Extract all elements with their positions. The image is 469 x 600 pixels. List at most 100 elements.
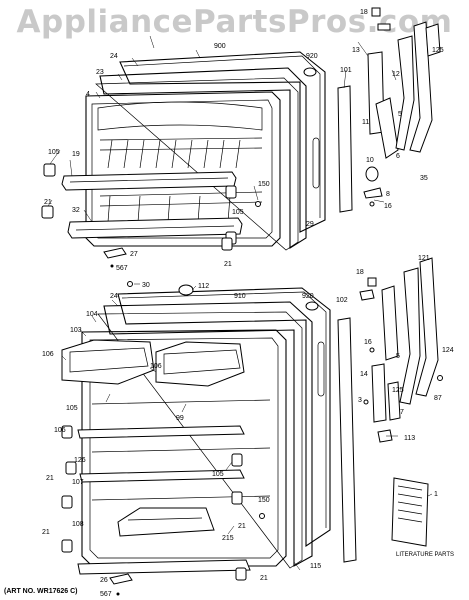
fresh-clip-21b bbox=[61, 539, 73, 553]
hinge-shim-8 bbox=[363, 187, 383, 199]
label-124: 124 bbox=[442, 347, 454, 354]
label-103: 103 bbox=[70, 327, 82, 334]
label-24: 24 bbox=[110, 53, 118, 60]
fresh-leader-lines bbox=[61, 283, 433, 571]
hinge-screw-18-fresh bbox=[367, 277, 377, 287]
label-literature-parts: LITERATURE PARTS bbox=[396, 552, 454, 558]
screw-567 bbox=[110, 264, 114, 268]
label-21-lower: 21 bbox=[224, 261, 232, 268]
freezer-handle-11 bbox=[395, 35, 415, 151]
plug-112 bbox=[178, 284, 194, 296]
label-27: 27 bbox=[130, 251, 138, 258]
fresh-handle-121 bbox=[415, 257, 439, 397]
label-30: 30 bbox=[142, 282, 150, 289]
freezer-hinge-bracket-12 bbox=[375, 97, 399, 159]
screw-30 bbox=[127, 281, 133, 287]
label-106-left: 106 bbox=[42, 351, 54, 358]
label-567-fresh: 567 bbox=[100, 591, 112, 598]
label-105-right: 105 bbox=[232, 209, 244, 216]
fresh-food-door-assembly bbox=[61, 67, 443, 596]
label-102: 102 bbox=[336, 297, 348, 304]
label-21-fresh-b: 21 bbox=[238, 523, 246, 530]
dairy-compartment-left bbox=[61, 339, 155, 385]
hinge-bar-5 bbox=[381, 285, 399, 361]
label-920-fresh: 920 bbox=[302, 293, 314, 300]
door-shelf-upper bbox=[77, 425, 245, 439]
label-18: 18 bbox=[360, 9, 368, 16]
label-106-mid: 106 bbox=[150, 363, 162, 370]
dairy-compartment-right bbox=[155, 341, 245, 387]
fresh-outer-door-panel bbox=[117, 287, 331, 548]
label-105-left: 105 bbox=[48, 149, 60, 156]
label-5-fresh: 5 bbox=[396, 353, 400, 360]
freezer-gasket-strip bbox=[337, 85, 353, 213]
plug-920-fresh bbox=[305, 301, 319, 311]
freezer-door-assembly bbox=[41, 7, 441, 268]
label-115: 115 bbox=[310, 563, 321, 570]
door-shelf-middle bbox=[79, 469, 245, 483]
hinge-cap-fresh bbox=[359, 289, 375, 301]
screw-87 bbox=[437, 375, 443, 381]
hinge-cup-10 bbox=[365, 166, 379, 182]
fresh-clip-right-upper bbox=[231, 453, 243, 467]
label-11: 11 bbox=[362, 119, 369, 126]
label-29: 29 bbox=[306, 221, 314, 228]
fresh-clip-right-lower bbox=[235, 567, 247, 581]
label-21: 21 bbox=[44, 199, 52, 206]
hinge-screw-18 bbox=[371, 7, 381, 17]
freezer-trim-end-cap bbox=[41, 205, 54, 219]
label-104: 104 bbox=[86, 311, 98, 318]
label-14: 14 bbox=[360, 371, 368, 378]
label-900: 900 bbox=[214, 43, 226, 50]
fresh-clip-126 bbox=[65, 461, 77, 475]
freezer-part-27 bbox=[103, 247, 127, 259]
label-150-fresh: 150 bbox=[258, 497, 270, 504]
label-21-fresh-a: 21 bbox=[46, 475, 54, 482]
label-215: 215 bbox=[222, 535, 234, 542]
label-910: 910 bbox=[234, 293, 246, 300]
cam-113 bbox=[377, 429, 393, 443]
label-23: 23 bbox=[96, 69, 104, 76]
label-19: 19 bbox=[72, 151, 80, 158]
label-13: 13 bbox=[352, 47, 360, 54]
label-21-fresh-c: 21 bbox=[42, 529, 50, 536]
freezer-gasket bbox=[99, 67, 307, 249]
hinge-pin-3 bbox=[363, 399, 369, 405]
freezer-callout-labels: 18 900 920 24 23 4 101 13 12 125 11 5 10… bbox=[44, 9, 444, 272]
label-920: 920 bbox=[306, 53, 318, 60]
freezer-leader-lines bbox=[47, 35, 397, 223]
freezer-screw-150 bbox=[255, 201, 261, 207]
plug-920-freezer bbox=[303, 67, 317, 77]
fresh-hinge-bar-14 bbox=[371, 363, 387, 423]
screw-567-fresh bbox=[116, 592, 120, 596]
label-112: 112 bbox=[198, 283, 209, 290]
fresh-clip-right-mid bbox=[231, 491, 243, 505]
label-108: 108 bbox=[72, 521, 84, 528]
label-101: 101 bbox=[340, 67, 352, 74]
label-26: 26 bbox=[100, 577, 108, 584]
label-35: 35 bbox=[420, 175, 428, 182]
label-16-fresh: 16 bbox=[364, 339, 372, 346]
label-24-fresh: 24 bbox=[110, 293, 118, 300]
hinge-cap bbox=[377, 23, 391, 31]
label-18-fresh: 18 bbox=[356, 269, 364, 276]
label-113: 113 bbox=[404, 435, 415, 442]
fresh-callout-labels: 30 112 910 920 18 121 24 104 102 103 16 … bbox=[42, 255, 454, 598]
label-8: 8 bbox=[386, 191, 390, 198]
fresh-gasket-strip bbox=[337, 317, 357, 563]
label-150: 150 bbox=[258, 181, 270, 188]
label-6: 6 bbox=[396, 153, 400, 160]
fresh-inner-liner bbox=[81, 329, 287, 567]
label-87: 87 bbox=[434, 395, 442, 402]
label-1: 1 bbox=[434, 491, 438, 498]
freezer-shelf-bar bbox=[61, 171, 237, 191]
label-121: 121 bbox=[418, 255, 430, 262]
label-7: 7 bbox=[400, 409, 404, 416]
label-99: 99 bbox=[176, 415, 184, 422]
freezer-bar-clip bbox=[225, 185, 237, 199]
label-3: 3 bbox=[358, 397, 362, 404]
label-16: 16 bbox=[384, 203, 392, 210]
hinge-pin-16 bbox=[369, 201, 375, 207]
